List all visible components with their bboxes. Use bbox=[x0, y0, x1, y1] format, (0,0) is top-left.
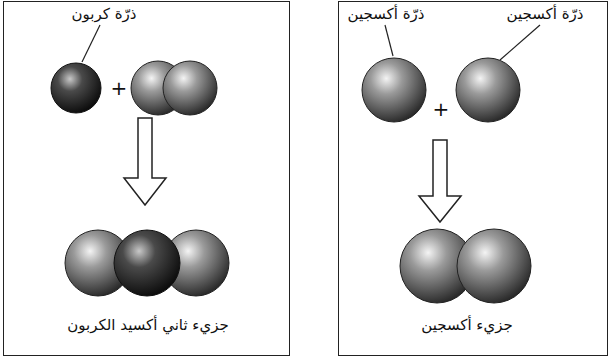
leader-line bbox=[385, 25, 393, 56]
atom-label: ذرّة أكسجين bbox=[507, 5, 584, 23]
leader-line bbox=[500, 25, 540, 60]
reaction-arrow bbox=[419, 140, 461, 222]
reaction-arrow bbox=[124, 118, 166, 205]
atom-label: ذرّة أكسجين bbox=[348, 5, 425, 23]
plus-sign: + bbox=[433, 97, 450, 121]
oxygen-atom bbox=[456, 58, 520, 122]
reaction-panel: ذرّة أكسجين ذرّة أكسجين + جزيء أكسجين bbox=[338, 1, 608, 356]
oxygen-atom bbox=[362, 58, 426, 122]
reaction-panel: ذرّة كربون + جزيء ثاني أكسيد الكربون bbox=[3, 1, 290, 356]
carbon-atom bbox=[51, 63, 101, 113]
oxygen-atom bbox=[457, 229, 531, 303]
plus-sign: + bbox=[111, 76, 128, 100]
leader-line bbox=[82, 25, 100, 62]
molecule-caption: جزيء ثاني أكسيد الكربون bbox=[67, 316, 228, 334]
molecule-caption: جزيء أكسجين bbox=[421, 316, 512, 334]
oxygen-atom bbox=[163, 61, 217, 115]
carbon-atom bbox=[114, 230, 180, 296]
atom-label: ذرّة كربون bbox=[72, 5, 137, 23]
